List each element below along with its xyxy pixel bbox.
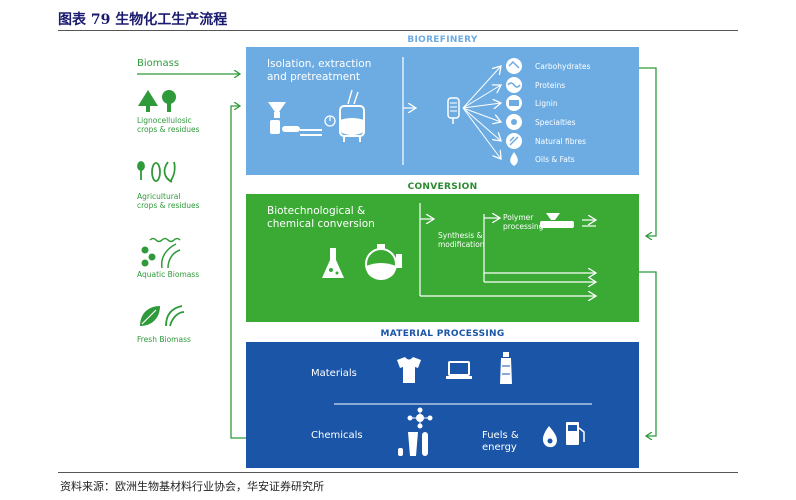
biorefinery-divider [402, 57, 416, 165]
molecule-icon [407, 407, 433, 429]
conversion-stage-label: Biotechnological & chemical conversion [267, 205, 375, 231]
right-connector-conversion-to-material [639, 271, 657, 436]
tshirt-icon [397, 357, 421, 383]
output-carbohydrates: Carbohydrates [535, 62, 591, 71]
test-tubes-icon [398, 432, 428, 456]
biomass-type-label-line1: Fresh Biomass [137, 335, 191, 344]
fuels-energy-label: Fuels & energy [482, 430, 519, 454]
biomass-type-label-line1: Lignocellulosic [137, 116, 192, 125]
output-oils-fats: Oils & Fats [535, 155, 575, 164]
synthesis-label-line2: modification [438, 240, 485, 249]
bio-fractionation-icon [447, 97, 460, 124]
materials-label: Materials [311, 368, 357, 379]
output-proteins: Proteins [535, 81, 566, 90]
source-note: 资料来源：欧洲生物基材料行业协会，华安证券研究所 [60, 480, 324, 493]
specialties-icon [506, 114, 522, 130]
synthesis-modification-label: Synthesis & modification [438, 231, 485, 249]
right-connector-biorefinery-to-conversion [639, 67, 657, 236]
fuels-label-line2: energy [482, 442, 517, 453]
timer-icon [324, 115, 336, 127]
tree-icon [138, 90, 176, 112]
conversion-panel [246, 194, 639, 322]
biomass-type-label-line2: crops & residues [137, 201, 200, 210]
left-return-loop [230, 106, 246, 439]
natural-fibres-icon [506, 133, 522, 149]
synthesis-label-line1: Synthesis & [438, 231, 483, 240]
flask-icon [322, 248, 344, 278]
conversion-flow-lines [419, 203, 596, 296]
oils-fats-icon [510, 152, 518, 166]
biomass-type-fresh: Fresh Biomass [137, 335, 191, 344]
output-natural-fibres: Natural fibres [535, 137, 586, 146]
stage-label-line1: Isolation, extraction [267, 58, 372, 70]
stage-label-line1: Biotechnological & [267, 205, 366, 217]
bioreactor-icon [365, 244, 402, 280]
biorefinery-label: BIOREFINERY [407, 35, 478, 45]
flame-icon [542, 426, 557, 448]
stage-label-line2: and pretreatment [267, 71, 360, 83]
polymer-label-line1: Polymer [503, 213, 534, 222]
polymer-extruder-icon [540, 213, 574, 228]
title-rule [58, 30, 738, 31]
source-rule [58, 472, 738, 473]
biomass-type-label-line1: Aquatic Biomass [137, 270, 200, 279]
proteins-icon [506, 77, 522, 93]
conversion-label: CONVERSION [407, 182, 478, 192]
mill-equipment-icon [268, 102, 322, 136]
lignin-icon [506, 95, 522, 111]
biomass-type-label-line1: Agricultural [137, 192, 181, 201]
figure-title: 图表 79 生物化工生产流程 [58, 12, 228, 28]
polymer-processing-label: Polymer processing [503, 213, 543, 231]
carbohydrates-icon [506, 58, 522, 74]
algae-icon [141, 237, 181, 269]
polymer-label-line2: processing [503, 222, 544, 231]
fuels-label-line1: Fuels & [482, 430, 519, 441]
biorefinery-output-fan [462, 66, 501, 159]
biomass-type-agricultural: Agricultural crops & residues [137, 192, 199, 210]
output-lignin: Lignin [535, 99, 558, 108]
output-specialties: Specialties [535, 118, 576, 127]
reactor-icon [339, 89, 365, 142]
chemicals-label: Chemicals [311, 430, 363, 441]
biorefinery-stage-label: Isolation, extraction and pretreatment [267, 58, 371, 84]
biorefinery-panel [246, 47, 639, 175]
biomass-type-aquatic: Aquatic Biomass [137, 270, 199, 279]
stage-label-line2: chemical conversion [267, 218, 375, 230]
material-processing-label: MATERIAL PROCESSING [380, 329, 505, 339]
material-processing-panel [246, 342, 639, 468]
leaf-icon [140, 305, 185, 327]
fuel-pump-icon [566, 422, 585, 445]
wheat-corn-icon [137, 161, 176, 183]
bottle-icon [500, 352, 512, 384]
biomass-type-lignocellulosic: Lignocellulosic crops & residues [137, 116, 199, 134]
biomass-title: Biomass [137, 58, 180, 69]
biomass-type-label-line2: crops & residues [137, 125, 200, 134]
laptop-icon [446, 361, 472, 379]
